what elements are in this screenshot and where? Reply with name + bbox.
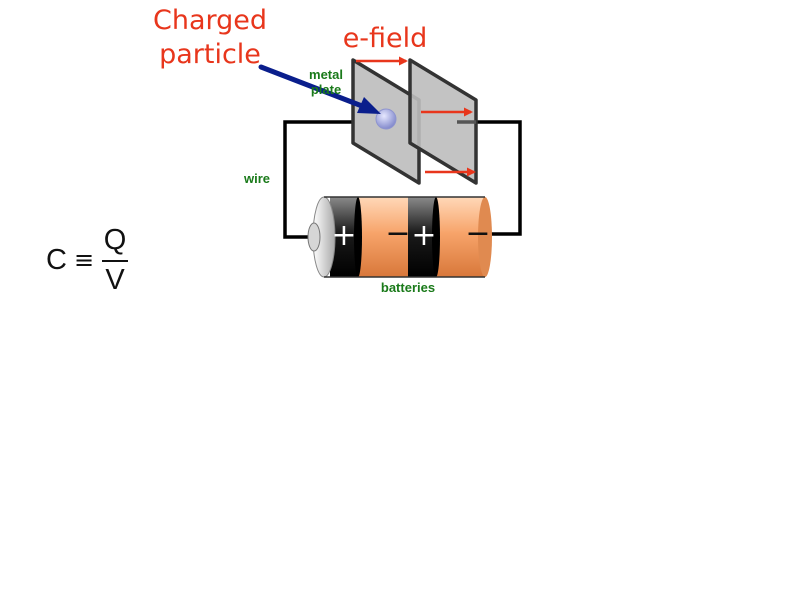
battery-pack <box>307 196 492 278</box>
metal-plate-label-line1: metal <box>309 67 343 82</box>
battery-sign-negative-1: − <box>385 216 411 251</box>
battery-sign-positive-1: + <box>331 218 357 253</box>
wire-label: wire <box>244 171 271 186</box>
e-field-arrows <box>356 56 476 177</box>
circuit-wire <box>283 120 522 239</box>
battery-end-cap <box>478 197 492 277</box>
metal-plate-label: metal plate <box>300 67 352 97</box>
wire-right <box>476 120 522 236</box>
battery-body-right <box>432 197 485 277</box>
fraction-bar <box>102 260 128 262</box>
formula-denominator: V <box>105 264 125 296</box>
formula-relation: ≡ <box>74 246 95 274</box>
metal-plate-label-line2: plate <box>310 82 342 97</box>
battery-sign-positive-2: + <box>411 218 437 253</box>
pointer-arrow <box>258 64 381 114</box>
charged-particle-label-line2: particle <box>159 39 261 70</box>
battery-band-2 <box>408 197 436 277</box>
e-field-label: e-field <box>342 23 428 54</box>
capacitance-formula: C ≡ Q V <box>46 224 136 298</box>
charged-particle-label-line1: Charged <box>152 5 268 36</box>
charged-particle-label: Charged particle <box>150 4 270 72</box>
batteries-label: batteries <box>380 280 436 295</box>
formula-lhs: C <box>46 244 67 276</box>
wire-left <box>283 120 353 239</box>
formula-numerator: Q <box>103 224 127 256</box>
metal-plate-right <box>408 58 478 185</box>
battery-sign-negative-2: − <box>465 216 491 251</box>
battery-body-left <box>356 197 412 277</box>
battery-terminal-nub <box>307 222 321 252</box>
